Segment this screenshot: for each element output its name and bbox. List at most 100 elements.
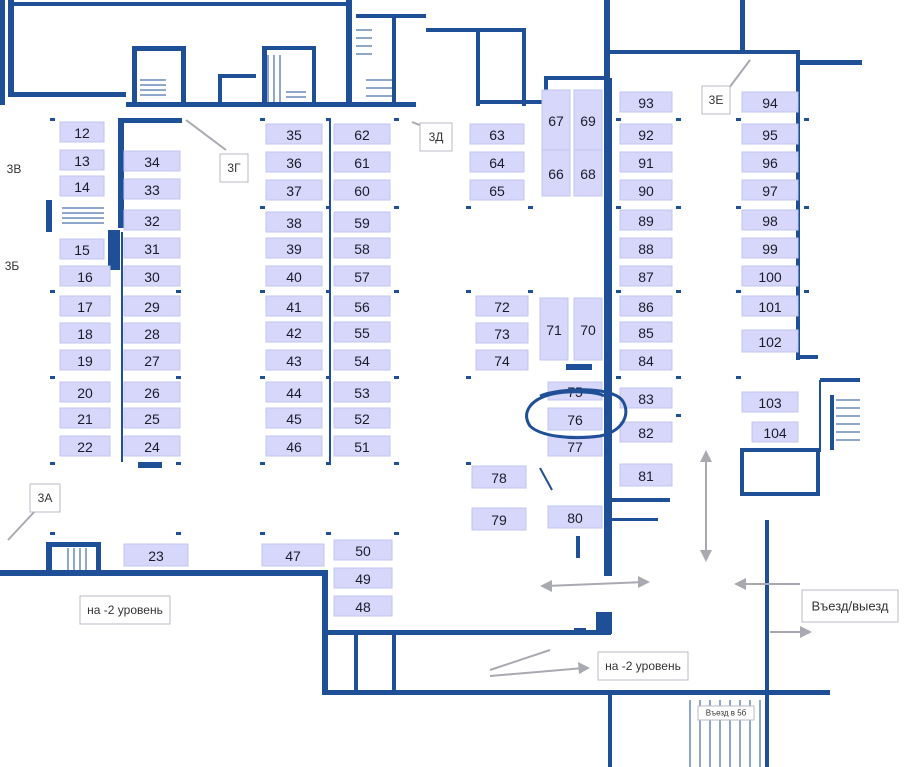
parking-spot-67[interactable]: 67: [541, 89, 571, 151]
parking-spot-41[interactable]: 41: [265, 295, 323, 317]
parking-spot-94[interactable]: 94: [741, 91, 799, 113]
parking-spot-61[interactable]: 61: [333, 151, 391, 173]
stair-tag-3v[interactable]: 3В: [7, 162, 22, 176]
parking-spot-48[interactable]: 48: [333, 595, 393, 617]
stair-tag-3b[interactable]: 3Б: [5, 259, 20, 273]
parking-spot-33[interactable]: 33: [123, 178, 181, 200]
parking-spot-88[interactable]: 88: [619, 237, 673, 259]
parking-spot-64[interactable]: 64: [469, 151, 525, 173]
parking-spot-80[interactable]: 80: [547, 505, 603, 529]
parking-spot-82[interactable]: 82: [619, 421, 673, 443]
parking-spot-28[interactable]: 28: [123, 322, 181, 344]
parking-spot-54[interactable]: 54: [333, 349, 391, 371]
parking-spot-27[interactable]: 27: [123, 349, 181, 371]
parking-spot-22[interactable]: 22: [59, 435, 111, 457]
parking-spot-98[interactable]: 98: [741, 209, 799, 231]
parking-spot-101[interactable]: 101: [741, 295, 799, 317]
parking-spot-13[interactable]: 13: [59, 149, 105, 171]
parking-spot-17[interactable]: 17: [59, 295, 111, 317]
parking-spot-72[interactable]: 72: [475, 295, 529, 317]
parking-spot-51[interactable]: 51: [333, 435, 391, 457]
parking-spot-76[interactable]: 76: [547, 407, 603, 431]
parking-spot-21[interactable]: 21: [59, 407, 111, 429]
parking-spot-23[interactable]: 23: [123, 543, 189, 567]
parking-spot-71[interactable]: 71: [539, 297, 569, 361]
parking-spot-47[interactable]: 47: [261, 543, 325, 567]
parking-spot-86[interactable]: 86: [619, 295, 673, 317]
parking-spot-97[interactable]: 97: [741, 179, 799, 201]
parking-spot-83[interactable]: 83: [619, 387, 673, 409]
parking-spot-24[interactable]: 24: [123, 435, 181, 457]
parking-spot-55[interactable]: 55: [333, 321, 391, 343]
parking-spot-32[interactable]: 32: [123, 209, 181, 231]
parking-spot-46[interactable]: 46: [265, 435, 323, 457]
parking-spot-49[interactable]: 49: [333, 567, 393, 589]
parking-spot-68[interactable]: 68: [573, 149, 603, 197]
parking-spot-93[interactable]: 93: [619, 91, 673, 113]
parking-spot-18[interactable]: 18: [59, 322, 111, 344]
parking-spot-89[interactable]: 89: [619, 209, 673, 231]
parking-spot-59[interactable]: 59: [333, 211, 391, 233]
parking-spot-38[interactable]: 38: [265, 211, 323, 233]
stair-tag-3a[interactable]: 3А: [29, 483, 61, 513]
parking-spot-56[interactable]: 56: [333, 295, 391, 317]
parking-spot-58[interactable]: 58: [333, 237, 391, 259]
stair-tag-3g[interactable]: 3Г: [219, 153, 249, 183]
parking-spot-53[interactable]: 53: [333, 381, 391, 403]
parking-spot-70[interactable]: 70: [573, 297, 603, 361]
parking-spot-77[interactable]: 77: [547, 435, 603, 457]
parking-spot-29[interactable]: 29: [123, 295, 181, 317]
entry-exit-label[interactable]: Въезд/выезд: [801, 589, 899, 623]
parking-spot-62[interactable]: 62: [333, 123, 391, 145]
parking-spot-19[interactable]: 19: [59, 349, 111, 371]
parking-spot-45[interactable]: 45: [265, 407, 323, 429]
level-down-left[interactable]: на -2 уровень: [79, 595, 171, 625]
parking-spot-87[interactable]: 87: [619, 265, 673, 287]
parking-spot-36[interactable]: 36: [265, 151, 323, 173]
parking-spot-104[interactable]: 104: [751, 421, 799, 443]
parking-spot-91[interactable]: 91: [619, 151, 673, 173]
parking-spot-25[interactable]: 25: [123, 407, 181, 429]
parking-spot-95[interactable]: 95: [741, 123, 799, 145]
parking-spot-78[interactable]: 78: [471, 465, 527, 489]
parking-spot-40[interactable]: 40: [265, 265, 323, 287]
parking-spot-35[interactable]: 35: [265, 123, 323, 145]
parking-spot-103[interactable]: 103: [741, 391, 799, 413]
parking-spot-73[interactable]: 73: [475, 322, 529, 344]
parking-spot-26[interactable]: 26: [123, 381, 181, 403]
parking-spot-20[interactable]: 20: [59, 381, 111, 403]
parking-spot-63[interactable]: 63: [469, 123, 525, 145]
parking-spot-16[interactable]: 16: [59, 265, 111, 287]
parking-spot-30[interactable]: 30: [123, 265, 181, 287]
parking-spot-92[interactable]: 92: [619, 123, 673, 145]
parking-spot-57[interactable]: 57: [333, 265, 391, 287]
parking-spot-66[interactable]: 66: [541, 149, 571, 197]
parking-spot-96[interactable]: 96: [741, 151, 799, 173]
parking-spot-85[interactable]: 85: [619, 321, 673, 343]
parking-spot-99[interactable]: 99: [741, 237, 799, 259]
parking-spot-39[interactable]: 39: [265, 237, 323, 259]
parking-spot-100[interactable]: 100: [741, 265, 799, 287]
parking-spot-84[interactable]: 84: [619, 349, 673, 371]
parking-spot-102[interactable]: 102: [741, 329, 799, 353]
parking-spot-74[interactable]: 74: [475, 349, 529, 371]
parking-spot-52[interactable]: 52: [333, 407, 391, 429]
parking-spot-50[interactable]: 50: [333, 539, 393, 561]
parking-spot-90[interactable]: 90: [619, 179, 673, 201]
parking-spot-12[interactable]: 12: [59, 121, 105, 143]
parking-spot-65[interactable]: 65: [469, 179, 525, 201]
parking-spot-44[interactable]: 44: [265, 381, 323, 403]
parking-spot-81[interactable]: 81: [619, 463, 673, 487]
stair-tag-3d[interactable]: 3Д: [419, 122, 453, 152]
parking-spot-34[interactable]: 34: [123, 150, 181, 172]
parking-spot-42[interactable]: 42: [265, 321, 323, 343]
parking-spot-37[interactable]: 37: [265, 179, 323, 201]
parking-spot-43[interactable]: 43: [265, 349, 323, 371]
stair-tag-3e[interactable]: 3Е: [701, 85, 731, 115]
parking-spot-79[interactable]: 79: [471, 507, 527, 531]
parking-spot-60[interactable]: 60: [333, 179, 391, 201]
parking-spot-69[interactable]: 69: [573, 89, 603, 151]
parking-spot-31[interactable]: 31: [123, 237, 181, 259]
parking-spot-14[interactable]: 14: [59, 175, 105, 197]
parking-spot-15[interactable]: 15: [59, 238, 105, 260]
